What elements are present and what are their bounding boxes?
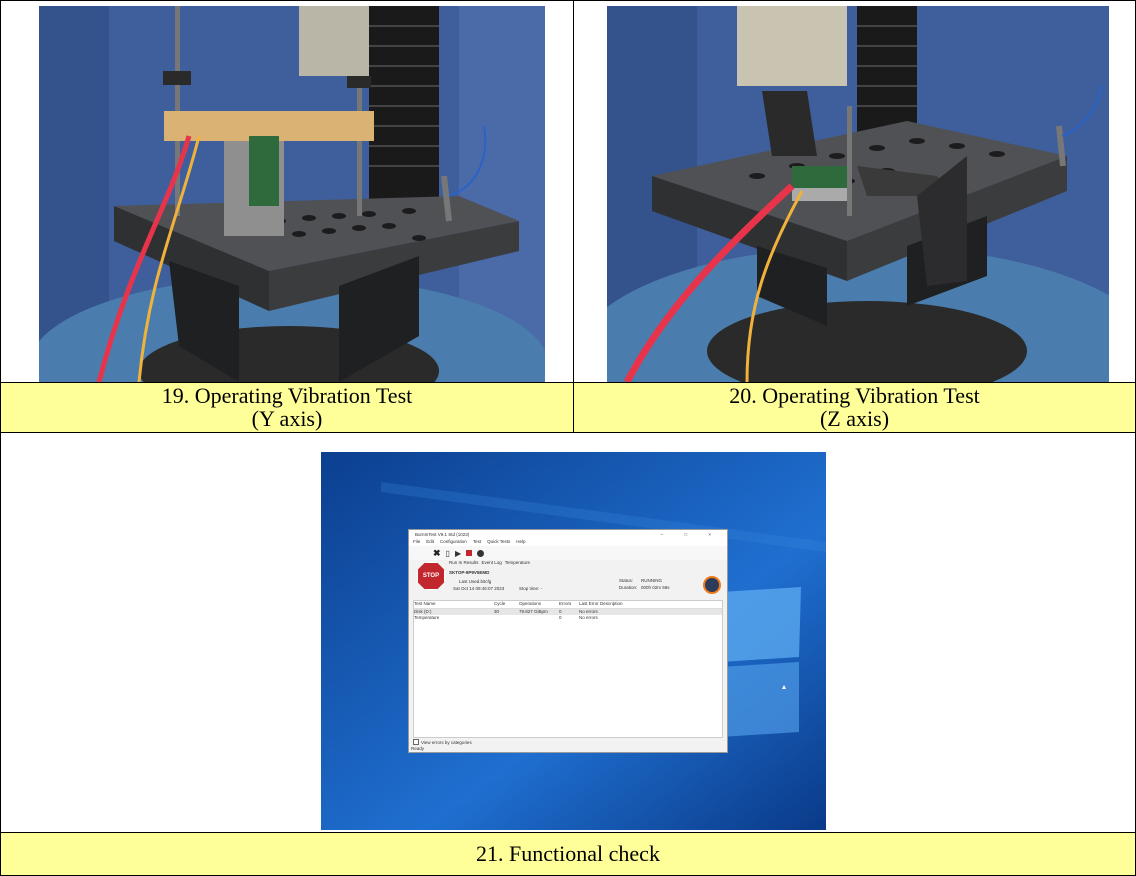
toolbar: ✖ ▯ ▶	[409, 546, 727, 560]
caption-21-line1: 21. Functional check	[476, 841, 660, 866]
caption-20-line2: (Z axis)	[819, 406, 890, 431]
menu-test[interactable]: Test	[472, 539, 482, 544]
header-last-error[interactable]: Last Error Description	[579, 601, 623, 606]
stop-button-label: STOP	[422, 573, 440, 579]
window-title: BurnInTest V9.1 Std (1023)	[415, 532, 470, 537]
window-controls[interactable]: – □ ×	[660, 532, 721, 537]
play-icon[interactable]: ▶	[454, 548, 462, 558]
row-last-error: No errors	[579, 615, 598, 620]
grid-divider-bottom-caption	[1, 832, 1135, 833]
start-time: Sat Oct 14 09:46:07 2023	[453, 586, 505, 591]
menu-help[interactable]: Help	[516, 539, 526, 544]
grid-divider-top-caption	[1, 382, 1135, 383]
row-cycle: 30	[494, 609, 500, 614]
status-bar: Ready	[411, 746, 425, 751]
app-logo-icon	[703, 576, 721, 594]
photo-21-functional-check: BurnInTest V9.1 Std (1023) – □ × File Ed…	[321, 452, 826, 830]
results-table: Test Name Cycle Operations Errors Last E…	[413, 600, 723, 738]
table-row[interactable]: Disk (D:) 30 79.827 GiBpm 0 No errors	[414, 609, 722, 615]
caption-photo-19: 19. Operating Vibration Test (Y axis)	[1, 383, 573, 433]
burnintest-window: BurnInTest V9.1 Std (1023) – □ × File Ed…	[408, 529, 728, 753]
caption-20-line1: 20. Operating Vibration Test	[729, 383, 980, 408]
row-errors: 0	[559, 615, 562, 620]
window-title-bar[interactable]: BurnInTest V9.1 Std (1023) – □ ×	[409, 530, 727, 539]
photo-19-vibration-y-axis	[39, 6, 545, 382]
caption-photo-20: 20. Operating Vibration Test (Z axis)	[574, 383, 1135, 433]
header-errors[interactable]: Errors	[559, 601, 572, 606]
stop-button[interactable]: STOP	[417, 562, 445, 590]
row-operations: 79.827 GiBpm	[519, 609, 548, 614]
header-cycle[interactable]: Cycle	[494, 601, 506, 606]
caption-19-line2: (Y axis)	[251, 406, 323, 431]
checkbox-box[interactable]	[413, 739, 419, 745]
machine-name: SKTOP-9P9V5EMD	[449, 570, 490, 575]
table-row[interactable]: Temperature 0 No errors	[414, 615, 722, 621]
stop-square-icon[interactable]	[466, 550, 473, 556]
stop-time: Stop time: -	[519, 586, 543, 591]
row-operations	[519, 615, 559, 621]
view-errors-checkbox[interactable]: View errors by categories	[413, 739, 472, 745]
row-last-error: No errors	[579, 609, 598, 614]
grid-divider-row	[1, 432, 1135, 433]
menu-quick-tests[interactable]: Quick Tests	[487, 539, 511, 544]
row-errors: 0	[559, 609, 562, 614]
photo-20-vibration-z-axis	[607, 6, 1109, 382]
menu-bar: File Edit Configuration Test Quick Tests…	[409, 539, 727, 546]
help-icon[interactable]	[477, 549, 485, 557]
row-test-name: Temperature	[414, 615, 440, 620]
header-operations[interactable]: Operations	[519, 601, 542, 606]
menu-file[interactable]: File	[413, 539, 421, 544]
tab-event-log[interactable]: Event Log	[481, 560, 502, 565]
menu-edit[interactable]: Edit	[426, 539, 435, 544]
close-icon[interactable]: ✖	[433, 547, 441, 558]
mouse-cursor-icon	[782, 685, 786, 689]
config-file: Last Used.bitcfg	[459, 579, 492, 584]
status-value: RUNNING	[641, 578, 662, 583]
grid-divider-vertical	[573, 1, 574, 432]
caption-19-line1: 19. Operating Vibration Test	[161, 383, 413, 408]
row-test-name: Disk (D:)	[414, 609, 432, 614]
caption-photo-21: 21. Functional check	[1, 833, 1135, 875]
tab-strip: Run In Results Event Log Temperature	[449, 560, 530, 565]
document-icon[interactable]: ▯	[445, 548, 450, 558]
tab-run-in-results[interactable]: Run In Results	[449, 560, 479, 565]
menu-configuration[interactable]: Configuration	[440, 539, 467, 544]
duration-value: 000h 02m 58s	[641, 585, 670, 590]
duration-label: Duration:	[619, 585, 638, 590]
checkbox-label: View errors by categories	[421, 739, 472, 745]
header-test-name[interactable]: Test Name	[414, 601, 436, 606]
status-label: Status:	[619, 578, 634, 583]
row-cycle	[494, 615, 519, 621]
table-header-row: Test Name Cycle Operations Errors Last E…	[414, 601, 722, 609]
tab-temperature[interactable]: Temperature	[504, 560, 531, 565]
